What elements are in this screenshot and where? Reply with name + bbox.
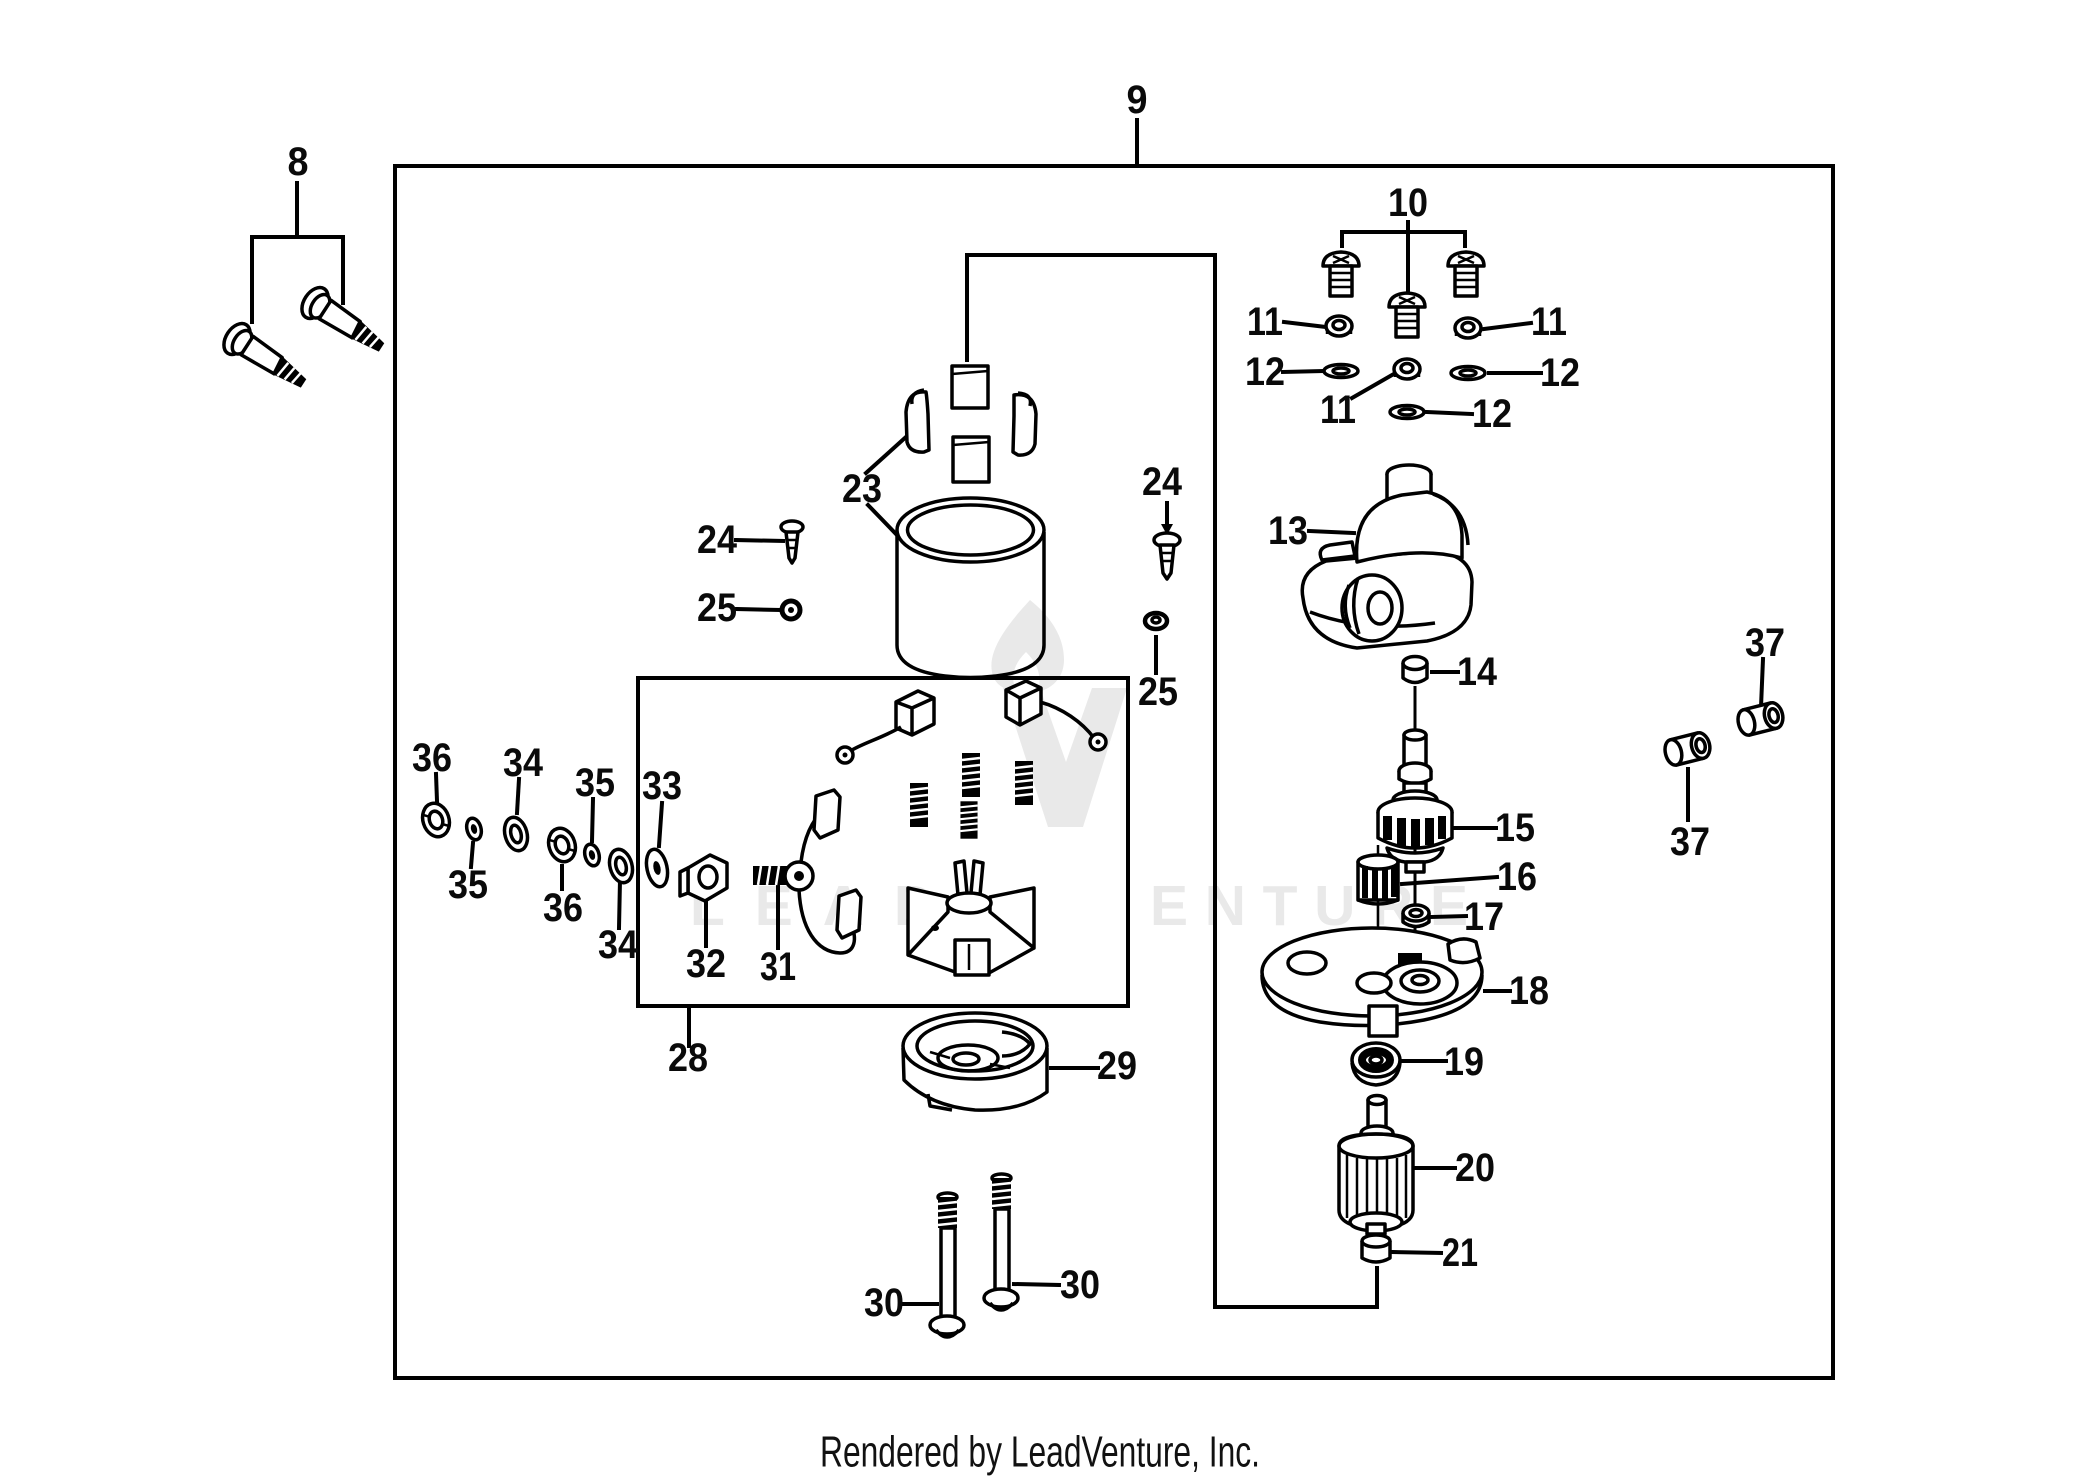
part-37-bushings [1660,699,1788,769]
part-18-gear-cover-plate [1260,926,1484,1038]
callout-23: 23 [842,467,882,511]
part-19-bearing [1350,1041,1402,1087]
part-28-brush-assembly [644,679,1108,977]
callout-34-top: 34 [503,741,544,785]
callout-11-left: 11 [1247,300,1283,344]
part-15-pinion-clutch [1376,728,1454,874]
brush-assembly-frame-28 [636,676,1130,1008]
part-13-solenoid-housing [1300,463,1474,650]
callout-36-bottom: 36 [543,886,583,930]
callout-37-upper: 37 [1745,621,1785,665]
part-32-brush-holder [678,853,729,903]
callout-18: 18 [1509,969,1549,1013]
callout-12-left: 12 [1245,350,1285,394]
part-21-bushing [1360,1233,1392,1264]
callout-labels: 8 9 10 11 11 11 12 12 12 13 14 15 16 17 … [288,78,1786,1325]
leader-lines [250,118,1766,1309]
callout-13: 13 [1268,509,1308,553]
part-29-end-cap [901,1011,1049,1112]
callout-9: 9 [1127,78,1148,122]
callout-29: 29 [1097,1044,1137,1088]
callout-12-bottom: 12 [1472,392,1512,436]
part-14-cap [1401,654,1429,685]
part-25-nuts [779,598,1170,632]
callout-14: 14 [1457,650,1498,694]
callout-32: 32 [686,942,726,986]
callout-11-bottom: 11 [1320,388,1356,432]
callout-35-bottom: 35 [448,863,488,907]
callout-24-right: 24 [1142,460,1183,504]
callout-17: 17 [1464,895,1504,939]
part-20-armature [1337,1093,1415,1236]
callout-10: 10 [1388,181,1428,225]
part-33-washer [644,847,670,889]
callout-28: 28 [668,1036,708,1080]
callout-31: 31 [760,945,796,989]
callout-24-left: 24 [697,518,738,562]
part-16-idler-gear [1356,853,1400,906]
callout-25-right: 25 [1138,670,1178,714]
callout-25-left: 25 [697,586,737,630]
brush-card [906,859,1036,977]
callout-30-left: 30 [864,1281,904,1325]
callout-8: 8 [288,140,309,184]
callout-12-right: 12 [1540,351,1580,395]
part-30-through-bolts [928,1172,1020,1339]
callout-36-top: 36 [412,736,452,780]
footer-credit: Rendered by LeadVenture, Inc. [820,1428,1260,1477]
part-8-bolts [216,281,394,399]
callout-34-bottom: 34 [598,923,639,967]
callout-30-right: 30 [1060,1263,1100,1307]
callout-21: 21 [1442,1231,1478,1275]
part-23-yoke-and-magnets [895,364,1046,680]
callout-16: 16 [1497,855,1537,899]
callout-37-lower: 37 [1670,820,1710,864]
leadventure-flame-v-icon [991,600,1127,827]
main-diagram-frame [393,164,1835,1380]
part-17-spacer [1401,903,1431,929]
callout-11-right: 11 [1531,300,1567,344]
callout-35-top: 35 [575,761,615,805]
callout-33: 33 [642,764,682,808]
callout-20: 20 [1455,1146,1495,1190]
part-24-screws [779,519,1182,581]
callout-15: 15 [1495,806,1535,850]
callout-19: 19 [1444,1040,1484,1084]
